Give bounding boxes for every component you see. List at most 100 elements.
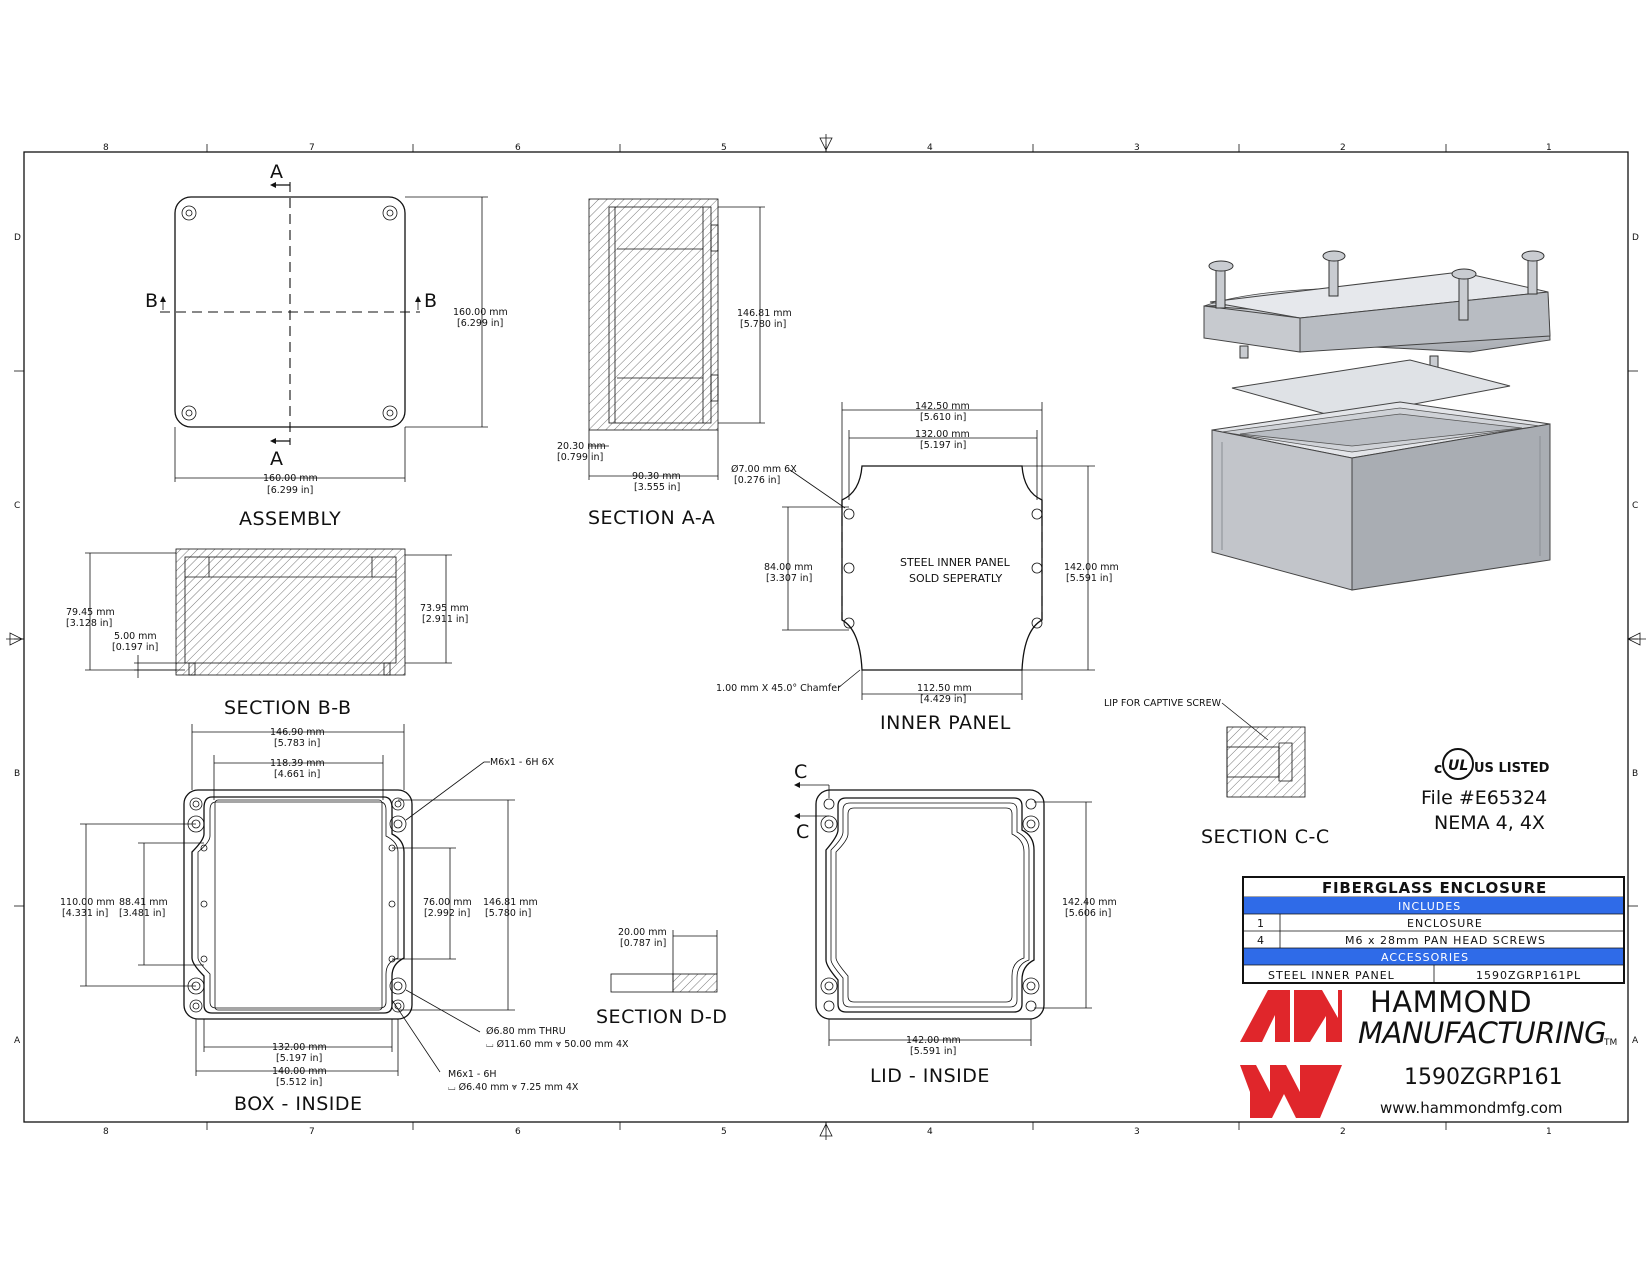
box-inside-w2-in: [4.661 in] xyxy=(274,769,320,780)
inner-panel-note-line2: SOLD SEPERATLY xyxy=(909,572,1003,585)
sheet-border: 8 7 6 5 4 3 2 1 8 7 6 5 4 3 2 1 D C B A … xyxy=(6,134,1646,1140)
lid-section-c-bottom: C xyxy=(796,821,810,843)
section-aa-inner-height-in: [5.780 in] xyxy=(740,319,786,330)
section-aa-depth-mm: 90.30 mm xyxy=(632,471,681,482)
row-label-b-right: B xyxy=(1632,769,1638,779)
box-inside-title: BOX - INSIDE xyxy=(234,1093,363,1115)
col-label-3: 3 xyxy=(1134,143,1140,153)
assembly-section-a-bottom: A xyxy=(270,448,284,470)
isometric-exploded-illustration xyxy=(1203,250,1551,591)
row-label-a-right: A xyxy=(1632,1036,1639,1046)
assembly-height-mm: 160.00 mm xyxy=(453,307,508,318)
box-inside-w3-mm: 132.00 mm xyxy=(272,1042,327,1053)
item-1-desc: ENCLOSURE xyxy=(1407,917,1483,930)
section-dd-length-mm: 20.00 mm xyxy=(618,927,667,938)
section-bb-view: 79.45 mm [3.128 in] 5.00 mm [0.197 in] 7… xyxy=(66,548,469,719)
section-aa-wall-mm: 20.30 mm xyxy=(557,441,606,452)
assembly-height-in: [6.299 in] xyxy=(457,318,503,329)
brand-trademark: TM xyxy=(1603,1038,1617,1048)
inner-panel-hole-mm: Ø7.00 mm 6X xyxy=(731,464,797,475)
row-label-d-right: D xyxy=(1632,233,1639,243)
lid-inside-title: LID - INSIDE xyxy=(870,1065,990,1087)
row-label-a: A xyxy=(14,1036,21,1046)
assembly-section-b-left: B xyxy=(145,290,159,312)
accessory-desc: STEEL INNER PANEL xyxy=(1268,969,1395,982)
section-aa-wall-in: [0.799 in] xyxy=(557,452,603,463)
section-cc-view: LIP FOR CAPTIVE SCREW SECTION C-C xyxy=(1104,698,1330,848)
section-bb-outer-height-mm: 79.45 mm xyxy=(66,607,115,618)
inner-panel-w2-mm: 132.00 mm xyxy=(915,429,970,440)
lid-inside-height-mm: 142.40 mm xyxy=(1062,897,1117,908)
hammond-brand: HAMMOND MANUFACTURING TM 1590ZGRP161 www… xyxy=(1240,985,1617,1118)
nema-rating: NEMA 4, 4X xyxy=(1434,812,1545,834)
title-block: FIBERGLASS ENCLOSURE INCLUDES 1 ENCLOSUR… xyxy=(1242,876,1625,984)
col-label-6-bottom: 6 xyxy=(515,1127,521,1137)
brand-name-line1: HAMMOND xyxy=(1370,985,1532,1019)
box-inside-h2-in: [3.481 in] xyxy=(119,908,165,919)
col-label-2-bottom: 2 xyxy=(1340,1127,1346,1137)
lid-section-c-top: C xyxy=(794,761,808,783)
section-aa-inner-height-mm: 146.81 mm xyxy=(737,308,792,319)
inner-panel-note-line1: STEEL INNER PANEL xyxy=(900,556,1011,569)
section-bb-outer-height-in: [3.128 in] xyxy=(66,618,112,629)
col-label-8: 8 xyxy=(103,143,109,153)
section-bb-inner-height-in: [2.911 in] xyxy=(422,614,468,625)
accessories-header: ACCESSORIES xyxy=(1381,951,1469,964)
assembly-width-mm: 160.00 mm xyxy=(263,473,318,484)
section-aa-title: SECTION A-A xyxy=(588,507,715,529)
inner-panel-chamfer: 1.00 mm X 45.0° Chamfer xyxy=(716,683,841,694)
assembly-view: A A B B 160.00 mm [6.299 in] 160.00 mm [… xyxy=(145,161,508,530)
item-1-qty: 1 xyxy=(1257,917,1265,930)
inner-panel-bottom-mm: 112.50 mm xyxy=(917,683,972,694)
inner-panel-w2-in: [5.197 in] xyxy=(920,440,966,451)
box-inside-h4-in: [5.780 in] xyxy=(485,908,531,919)
box-inside-h1-in: [4.331 in] xyxy=(62,908,108,919)
box-inside-w4-mm: 140.00 mm xyxy=(272,1066,327,1077)
assembly-title: ASSEMBLY xyxy=(239,508,341,530)
box-inside-thru-line2: ⌴ Ø11.60 mm ⩔ 50.00 mm 4X xyxy=(486,1039,629,1050)
box-inside-h3-mm: 76.00 mm xyxy=(423,897,472,908)
inner-panel-height-mm: 142.00 mm xyxy=(1064,562,1119,573)
box-inside-thread: M6x1 - 6H 6X xyxy=(490,757,555,768)
section-aa-view: 146.81 mm [5.780 in] 20.30 mm [0.799 in]… xyxy=(557,198,792,529)
assembly-section-a-top: A xyxy=(270,161,284,183)
box-inside-thru-line1: Ø6.80 mm THRU xyxy=(486,1026,566,1037)
col-label-5-bottom: 5 xyxy=(721,1127,727,1137)
website: www.hammondmfg.com xyxy=(1380,1099,1563,1117)
assembly-section-b-right: B xyxy=(424,290,438,312)
part-number: 1590ZGRP161 xyxy=(1404,1065,1563,1090)
col-label-3-bottom: 3 xyxy=(1134,1127,1140,1137)
box-inside-w4-in: [5.512 in] xyxy=(276,1077,322,1088)
section-bb-lip-in: [0.197 in] xyxy=(112,642,158,653)
ul-mark-listed: US LISTED xyxy=(1474,761,1550,776)
row-label-d: D xyxy=(14,233,21,243)
inner-panel-height-in: [5.591 in] xyxy=(1066,573,1112,584)
section-dd-view: 20.00 mm [0.787 in] SECTION D-D xyxy=(596,927,727,1028)
inner-panel-bottom-in: [4.429 in] xyxy=(920,694,966,705)
ul-mark-center: UL xyxy=(1448,758,1468,774)
box-inside-view: 146.90 mm [5.783 in] 118.39 mm [4.661 in… xyxy=(60,724,629,1115)
section-aa-depth-in: [3.555 in] xyxy=(634,482,680,493)
col-label-8-bottom: 8 xyxy=(103,1127,109,1137)
lid-inside-height-in: [5.606 in] xyxy=(1065,908,1111,919)
box-inside-h4-mm: 146.81 mm xyxy=(483,897,538,908)
col-label-4-bottom: 4 xyxy=(927,1127,933,1137)
section-bb-inner-height-mm: 73.95 mm xyxy=(420,603,469,614)
col-label-7: 7 xyxy=(309,143,315,153)
section-cc-note: LIP FOR CAPTIVE SCREW xyxy=(1104,698,1222,709)
col-label-1-bottom: 1 xyxy=(1546,1127,1552,1137)
includes-header: INCLUDES xyxy=(1398,900,1461,913)
inner-panel-hole-in: [0.276 in] xyxy=(734,475,780,486)
includes-header-bar xyxy=(1244,897,1623,914)
title-block-title: FIBERGLASS ENCLOSURE xyxy=(1322,879,1547,897)
box-inside-thread2-line1: M6x1 - 6H xyxy=(448,1069,497,1080)
ul-mark-c: c xyxy=(1434,761,1442,777)
col-label-7-bottom: 7 xyxy=(309,1127,315,1137)
col-label-2: 2 xyxy=(1340,143,1346,153)
assembly-width-in: [6.299 in] xyxy=(267,485,313,496)
inner-panel-w1-mm: 142.50 mm xyxy=(915,401,970,412)
section-cc-title: SECTION C-C xyxy=(1201,826,1330,848)
item-2-qty: 4 xyxy=(1257,934,1265,947)
lid-inside-width-mm: 142.00 mm xyxy=(906,1035,961,1046)
